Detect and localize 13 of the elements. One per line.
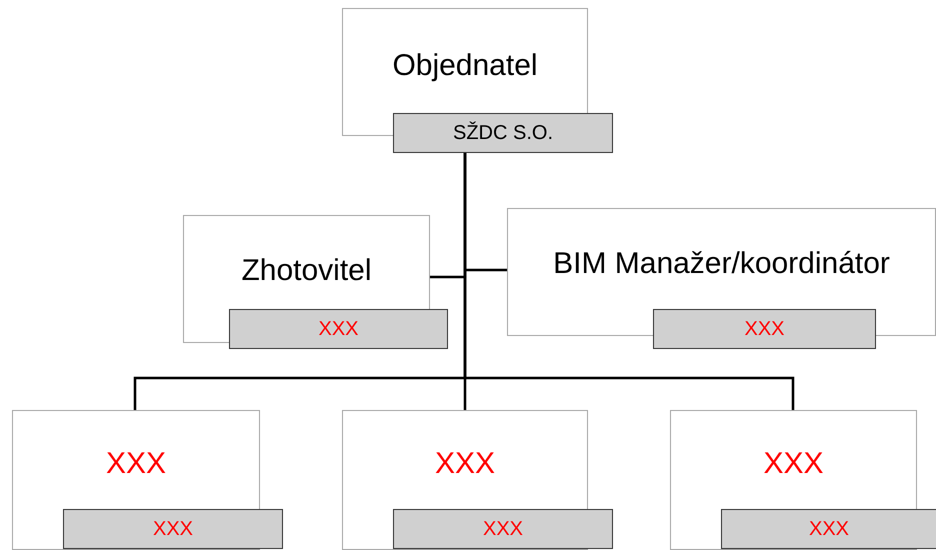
role-title: BIM Manažer/koordinátor [552,247,891,281]
name-tag: XXX [63,509,283,549]
role-title: XXX [104,447,168,481]
name-tag: XXX [721,509,936,549]
role-title: Objednatel [391,49,539,83]
name-tag: SŽDC S.O. [393,113,613,153]
role-title: XXX [762,447,825,481]
name-tag: XXX [393,509,613,549]
role-title: XXX [434,447,496,481]
connector-line [464,152,794,410]
name-tag: XXX [653,309,876,349]
name-tag: XXX [229,309,448,349]
role-title: Zhotovitel [240,254,373,288]
